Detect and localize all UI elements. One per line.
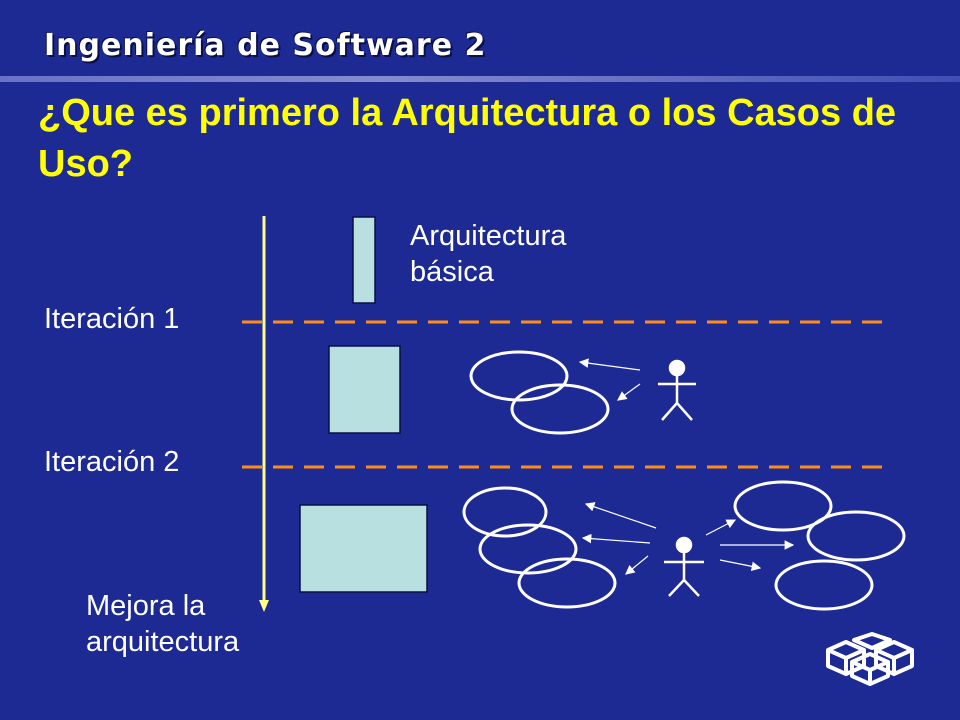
iteration-2-label: Iteración 2 (44, 446, 180, 478)
improve-arch-label-line2: arquitectura (86, 626, 240, 658)
actor-stick-figure-icon-1 (658, 359, 696, 421)
architecture-box-basic (352, 216, 376, 304)
cubes-logo-icon (826, 632, 914, 686)
slide-title: ¿Que es primero la Arquitectura o los Ca… (38, 92, 897, 185)
improve-arch-label-line1: Mejora la (86, 590, 206, 622)
architecture-box-iteration-2 (299, 504, 428, 593)
actor-arrows-iteration-2 (581, 502, 795, 575)
actor-arrows-iteration-1 (578, 358, 641, 401)
improve-arch-label: Mejora la arquitectura (86, 588, 239, 660)
use-cases-iteration-2-left (462, 486, 617, 609)
arch-basic-label: Arquitectura básica (410, 218, 566, 290)
arch-basic-label-line2: básica (410, 256, 494, 288)
use-cases-iteration-1 (469, 350, 610, 435)
use-case-ellipse-icon (806, 510, 906, 562)
use-case-ellipse-icon (510, 383, 610, 435)
use-case-ellipse-icon (774, 559, 874, 611)
header-divider (0, 76, 960, 82)
use-case-ellipse-icon (733, 480, 833, 532)
use-case-ellipse-icon (517, 557, 617, 609)
course-header-title: Ingeniería de Software 2 (44, 28, 487, 63)
timeline-arrowhead (259, 600, 269, 612)
architecture-box-iteration-1 (328, 345, 401, 434)
use-case-ellipse-icon (469, 350, 569, 402)
actor-stick-figure-icon-2 (664, 536, 704, 597)
use-cases-iteration-2-right (733, 480, 906, 611)
use-case-ellipse-icon (478, 523, 578, 575)
arch-basic-label-line1: Arquitectura (410, 220, 567, 252)
iteration-1-label: Iteración 1 (44, 303, 180, 335)
use-case-ellipse-icon (462, 486, 548, 538)
